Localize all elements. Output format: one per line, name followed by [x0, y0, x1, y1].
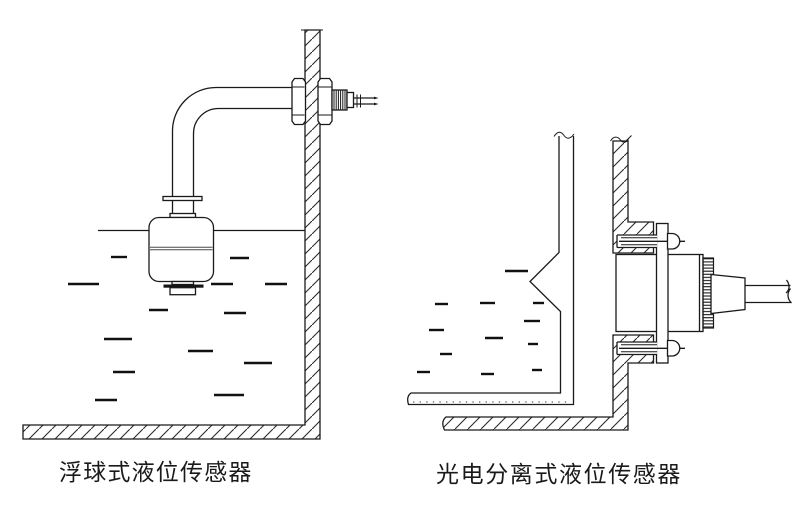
lower-bolt [616, 339, 685, 357]
stud-end-block [346, 91, 355, 109]
inner-container [407, 136, 575, 406]
wall-fitting [291, 77, 379, 126]
outer-wall-break-cap [610, 135, 632, 143]
float-stem-washer [163, 284, 204, 288]
tube-neck [171, 200, 195, 214]
fitting-nut-outer [317, 77, 333, 126]
liquid-dashes-right [417, 269, 544, 376]
elbow-tube [171, 86, 305, 197]
lower-bolt-head [666, 339, 681, 357]
upper-bolt [616, 232, 685, 250]
photoelectric-sensor-diagram [407, 131, 792, 431]
fitting-nut-inner [291, 77, 307, 126]
upper-bolt-head [666, 232, 681, 250]
tube-washer [162, 195, 203, 202]
inner-wall-break-cap [553, 131, 575, 139]
mounting-plate [655, 222, 669, 364]
liquid-dashes-left [68, 255, 287, 402]
float-seam [150, 246, 213, 251]
cable [745, 279, 792, 304]
outer-wall-upper [612, 140, 655, 254]
float-stem-block [169, 287, 197, 296]
cable-break-icon [785, 279, 792, 304]
cable-gland-neck [710, 273, 746, 315]
lead-pins [353, 94, 379, 108]
float-stem-neck [171, 280, 195, 286]
float-sensor-caption: 浮球式液位传感器 [59, 459, 253, 485]
float-sensor-diagram [22, 29, 379, 440]
photoelectric-sensor-caption: 光电分离式液位传感器 [436, 461, 682, 487]
